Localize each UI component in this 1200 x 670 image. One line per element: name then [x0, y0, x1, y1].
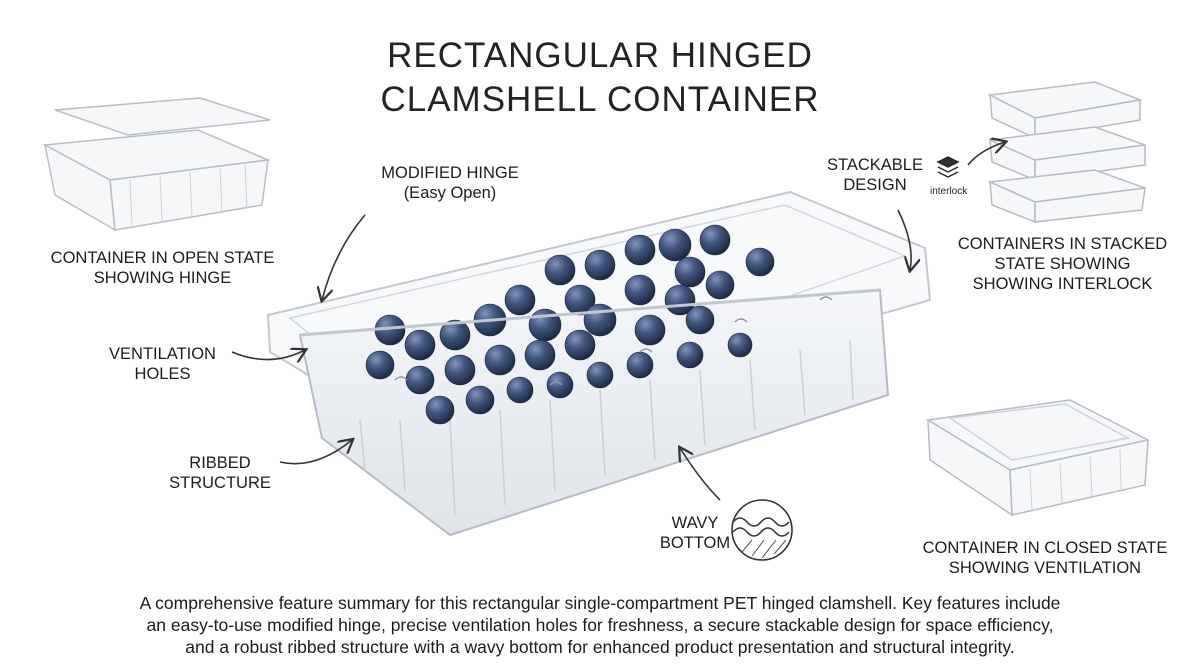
stackable-callout-line-2: DESIGN — [843, 176, 907, 194]
stacked-state-caption: CONTAINERS IN STACKED STATE SHOWING SHOW… — [935, 234, 1190, 294]
title-line-1: RECTANGULAR HINGED — [387, 36, 813, 75]
stackable-callout: STACKABLE DESIGN — [805, 155, 945, 195]
wavy-callout-line-1: WAVY — [671, 514, 719, 532]
ventilation-callout: VENTILATION HOLES — [85, 344, 240, 384]
open-state-caption: CONTAINER IN OPEN STATE SHOWING HINGE — [30, 248, 295, 288]
hinge-callout-line-2: (Easy Open) — [403, 184, 497, 202]
stacked-state-caption-line-1: CONTAINERS IN STACKED — [957, 235, 1168, 253]
summary-line-3: and a robust ribbed structure with a wav… — [185, 637, 1015, 657]
wavy-callout: WAVY BOTTOM — [650, 513, 740, 553]
interlock-label: interlock — [930, 186, 968, 197]
vent-slots — [394, 296, 833, 386]
ribbed-arrow — [279, 440, 352, 465]
stacked-containers-illustration — [987, 81, 1146, 224]
closed-container-illustration — [925, 399, 1151, 517]
stacked-state-caption-line-2: STATE SHOWING — [994, 255, 1131, 273]
interlock-layers-icon — [936, 156, 960, 178]
ribbed-callout: RIBBED STRUCTURE — [150, 453, 290, 493]
wavy-callout-line-2: BOTTOM — [659, 534, 731, 552]
summary-line-1: A comprehensive feature summary for this… — [139, 593, 1061, 613]
title-line-2: CLAMSHELL CONTAINER — [380, 80, 820, 119]
hinge-arrow — [322, 214, 366, 300]
ribbed-callout-line-2: STRUCTURE — [169, 474, 271, 492]
open-container-illustration — [42, 97, 271, 232]
ribbed-callout-line-1: RIBBED — [189, 454, 251, 472]
interlock-arrow — [967, 142, 1005, 166]
stackable-callout-line-1: STACKABLE — [827, 156, 923, 174]
closed-state-caption-line-2: SHOWING VENTILATION — [948, 559, 1142, 577]
ventilation-callout-line-2: HOLES — [134, 365, 191, 383]
wavy-arrow — [680, 448, 721, 501]
closed-state-caption: CONTAINER IN CLOSED STATE SHOWING VENTIL… — [905, 538, 1185, 578]
wavy-bottom-icon — [731, 499, 793, 561]
hinge-callout: MODIFIED HINGE (Easy Open) — [345, 163, 555, 203]
diagram-title: RECTANGULAR HINGED CLAMSHELL CONTAINER — [0, 34, 1200, 122]
callout-arrows — [231, 142, 1005, 501]
ventilation-arrow — [231, 350, 305, 360]
stacked-state-caption-line-3: SHOWING INTERLOCK — [972, 275, 1153, 293]
open-state-caption-line-2: SHOWING HINGE — [93, 269, 232, 287]
stackable-arrow — [897, 209, 911, 270]
closed-state-caption-line-1: CONTAINER IN CLOSED STATE — [922, 539, 1168, 557]
ventilation-callout-line-1: VENTILATION — [109, 345, 216, 363]
open-state-caption-line-1: CONTAINER IN OPEN STATE — [50, 249, 275, 267]
feature-summary: A comprehensive feature summary for this… — [20, 592, 1180, 658]
hinge-callout-line-1: MODIFIED HINGE — [381, 164, 519, 182]
main-container-illustration — [266, 190, 932, 537]
tray-ribs — [359, 339, 854, 516]
summary-line-2: an easy-to-use modified hinge, precise v… — [146, 615, 1054, 635]
